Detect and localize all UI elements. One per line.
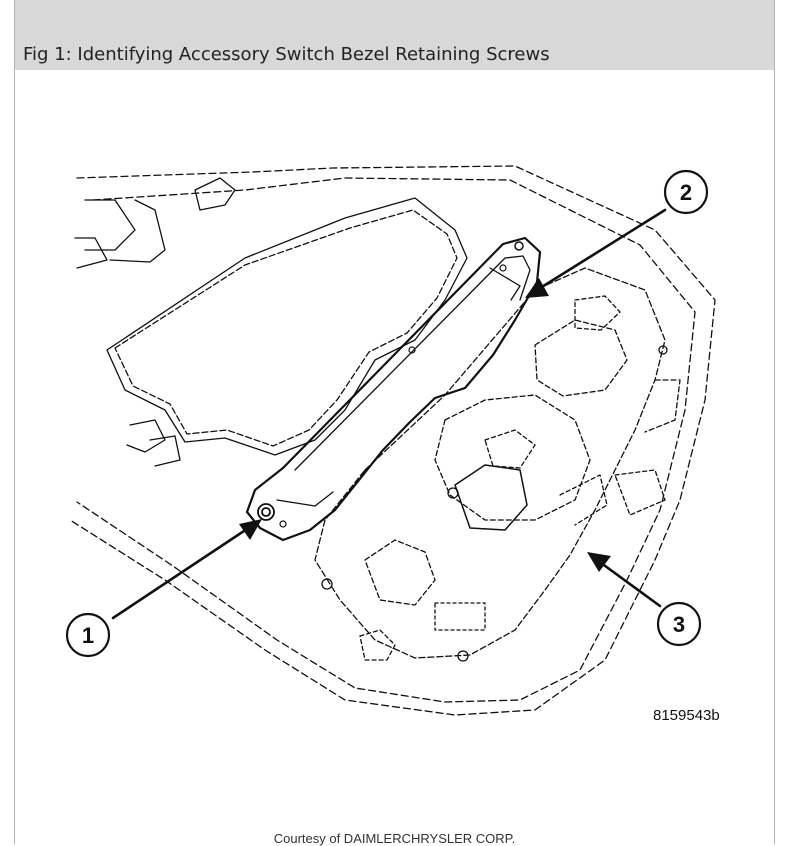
leader-arrows: [111, 208, 667, 620]
callout-label-2: 2: [680, 180, 692, 205]
figure-header: Fig 1: Identifying Accessory Switch Beze…: [15, 0, 774, 70]
console-outline: [69, 165, 716, 716]
figure-code: 8159543b: [653, 707, 720, 724]
figure-title: Fig 1: Identifying Accessory Switch Beze…: [23, 44, 550, 65]
callout-circle-3: [656, 601, 702, 647]
retaining-screw: [257, 503, 275, 521]
figure-frame: Fig 1: Identifying Accessory Switch Beze…: [14, 0, 775, 846]
arrow-1: [111, 523, 255, 620]
callout-circle-1: [65, 612, 111, 658]
arrow-3: [595, 558, 662, 608]
console-diagram: 1 2 3: [65, 165, 716, 716]
arrow-2: [535, 208, 667, 292]
console-base: [314, 267, 681, 662]
callout-label-1: 1: [82, 623, 94, 648]
upper-tray: [74, 177, 468, 467]
courtesy-line: Courtesy of DAIMLERCHRYSLER CORP.: [273, 831, 516, 846]
callout-circle-2: [663, 169, 709, 215]
switch-bezel: [245, 236, 542, 542]
arrowhead-1: [239, 519, 262, 540]
callout-label-3: 3: [673, 612, 685, 637]
arrowhead-3: [587, 552, 611, 572]
arrowhead-2: [525, 278, 549, 298]
